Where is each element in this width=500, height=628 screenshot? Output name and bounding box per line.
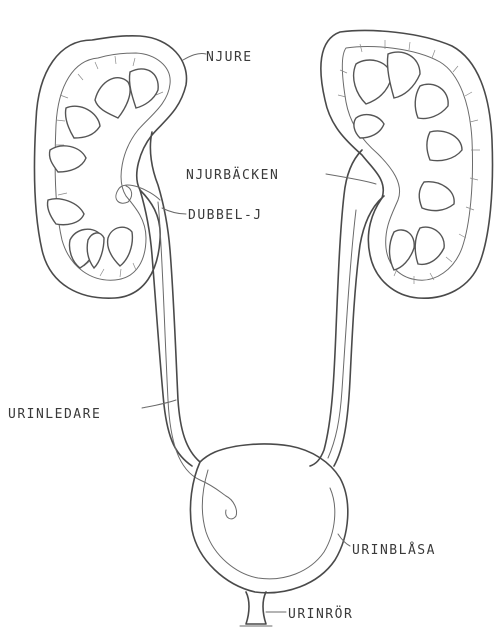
label-njure-group: NJURE [183, 50, 253, 65]
label-urinblasa: URINBLÅSA [352, 542, 436, 558]
label-njurbacken: NJURBÄCKEN [186, 167, 279, 183]
label-dubbel-j-group: DUBBEL-J [162, 208, 263, 223]
label-dubbel-j: DUBBEL-J [188, 208, 263, 223]
urinary-bladder [190, 444, 347, 626]
label-urinror-group: URINRÖR [266, 605, 353, 622]
label-urinledare: URINLEDARE [8, 407, 101, 422]
left-ureter [116, 132, 237, 519]
label-urinblasa-group: URINBLÅSA [338, 534, 436, 558]
left-kidney [34, 36, 186, 298]
label-njure: NJURE [206, 50, 253, 65]
right-ureter [310, 150, 384, 466]
label-urinledare-group: URINLEDARE [8, 400, 176, 422]
label-urinror: URINRÖR [288, 605, 353, 622]
right-kidney [321, 31, 493, 299]
